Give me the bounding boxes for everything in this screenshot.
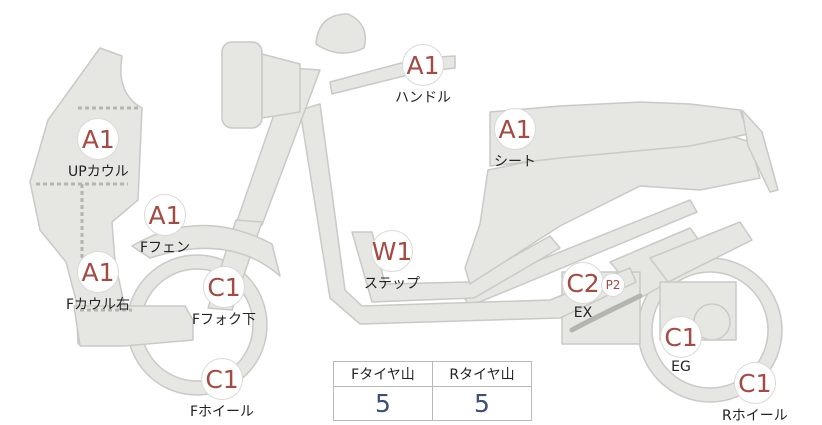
grade-badge: C1 [660,316,702,358]
grade-badge: C1 [733,362,776,404]
part-label: Fフェン [140,240,191,256]
part-label: ハンドル [395,90,451,106]
mirror-shape [315,13,366,54]
front-tread-header: Fタイヤ山 [333,361,433,387]
rear-tread-header: Rタイヤ山 [432,361,532,387]
headlight-shape [221,41,263,129]
part-label: Fフォク下 [192,312,257,328]
exhaust-pipe-shape [569,293,643,333]
sub-grade-badge: P2 [601,273,625,297]
grade-badge: A1 [77,118,120,160]
part-label: UPカウル [68,164,129,180]
part-up-cowl[interactable]: A1 UPカウル [68,118,129,181]
lower-cowl-shape [73,305,194,347]
grade-badge: A1 [402,44,444,86]
part-front-wheel[interactable]: C1 Fホイール [190,358,254,421]
rear-tread-value: 5 [432,386,532,421]
part-rear-wheel[interactable]: C1 Rホイール [722,362,788,425]
grade-badge: A1 [144,194,187,236]
tire-tread-table: Fタイヤ山 Rタイヤ山 5 5 [333,361,532,421]
front-tread-value: 5 [333,386,433,421]
part-label: EG [671,359,691,375]
rear-shock-shape [649,221,753,283]
grade-badge: W1 [371,230,413,272]
part-front-fender[interactable]: A1 Fフェン [140,194,190,257]
grade-badge: C1 [203,266,246,308]
part-seat[interactable]: A1 シート [494,108,536,171]
grade-badge: C2 [562,262,604,304]
grade-badge: A1 [494,108,536,150]
part-step[interactable]: W1 ステップ [364,230,420,293]
tail-shape [741,109,779,193]
part-label: シート [494,154,536,170]
part-handle[interactable]: A1 ハンドル [395,44,451,107]
part-label: Rホイール [722,408,788,424]
grade-badge: A1 [77,251,120,293]
grade-badge: C1 [201,358,244,400]
part-exhaust[interactable]: C2 EX [562,262,604,321]
part-engine[interactable]: C1 EG [660,316,702,375]
part-front-cowl-right[interactable]: A1 Fカウル右 [66,251,130,314]
part-label: Fカウル右 [66,297,131,313]
part-label: ステップ [364,276,420,292]
part-front-fork-lower[interactable]: C1 Fフォク下 [192,266,256,329]
part-label: EX [573,305,593,321]
part-label: Fホイール [190,404,255,420]
headlight-housing-shape [261,53,301,119]
lower-frame-shape [299,103,637,325]
muffler-shape [459,199,698,307]
